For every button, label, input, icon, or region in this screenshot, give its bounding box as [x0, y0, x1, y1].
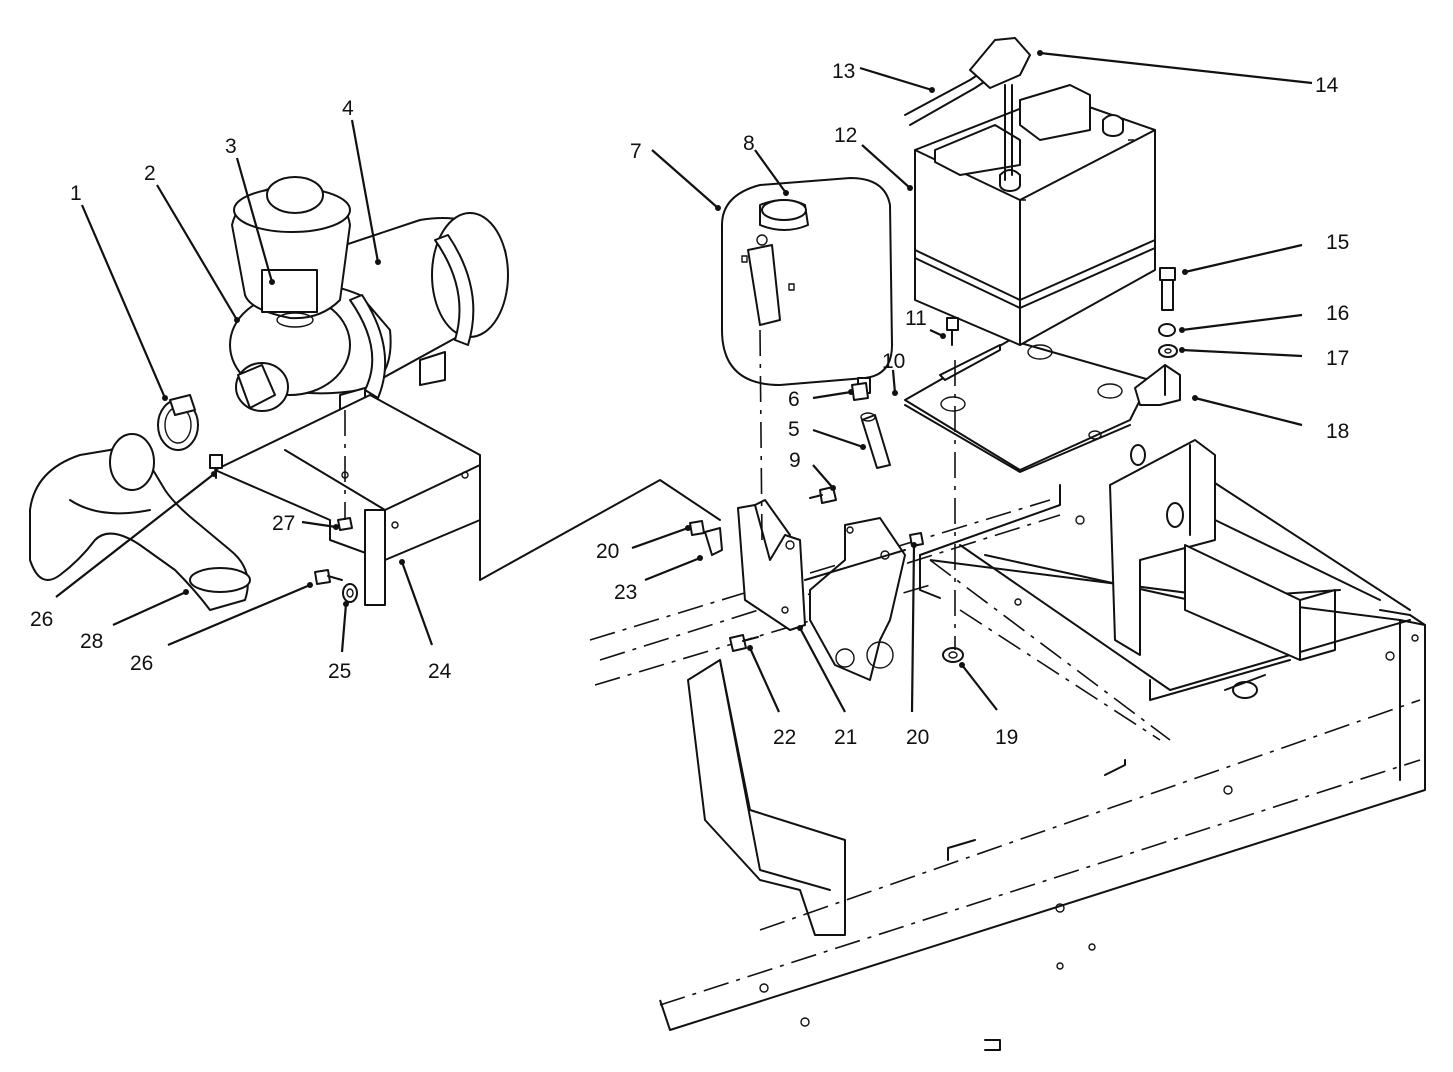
callout-20-left: 20 — [596, 540, 619, 563]
callout-3: 3 — [225, 135, 237, 158]
callout-26-upper: 26 — [30, 608, 53, 631]
callout-7: 7 — [630, 140, 642, 163]
callout-11: 11 — [905, 307, 927, 330]
callout-23: 23 — [614, 581, 637, 604]
callout-26-lower: 26 — [130, 652, 153, 675]
fasteners — [209, 267, 1178, 663]
callout-18: 18 — [1326, 420, 1349, 443]
callout-13: 13 — [832, 60, 855, 83]
callout-20-right: 20 — [906, 726, 929, 749]
callout-27: 27 — [272, 512, 295, 535]
callout-21: 21 — [834, 726, 857, 749]
callout-1: 1 — [70, 182, 82, 205]
callout-9: 9 — [789, 449, 801, 472]
callout-2: 2 — [144, 162, 156, 185]
callout-10: 10 — [882, 350, 905, 373]
callout-16: 16 — [1326, 302, 1349, 325]
battery — [914, 84, 1156, 346]
callout-25: 25 — [328, 660, 351, 683]
callout-14: 14 — [1315, 74, 1339, 97]
callout-19: 19 — [995, 726, 1018, 749]
callout-28: 28 — [80, 630, 103, 653]
intake-hose — [29, 394, 251, 611]
air-cleaner-assembly — [214, 176, 721, 606]
callout-24: 24 — [428, 660, 452, 683]
callout-12: 12 — [834, 124, 857, 147]
callout-15: 15 — [1326, 231, 1349, 254]
callout-6: 6 — [788, 388, 800, 411]
callout-22: 22 — [773, 726, 796, 749]
mount-bracket — [737, 499, 906, 681]
coolant-reservoir — [721, 177, 893, 469]
callout-17: 17 — [1326, 347, 1349, 370]
leader-lines — [55, 50, 1313, 713]
battery-cable — [904, 37, 1031, 181]
chassis-frame — [589, 439, 1426, 1051]
callout-5: 5 — [788, 418, 800, 441]
callout-labels: 1 2 3 4 5 6 7 8 9 10 11 12 13 14 15 16 1… — [30, 60, 1349, 749]
callout-8: 8 — [743, 132, 755, 155]
callout-4: 4 — [342, 97, 354, 120]
